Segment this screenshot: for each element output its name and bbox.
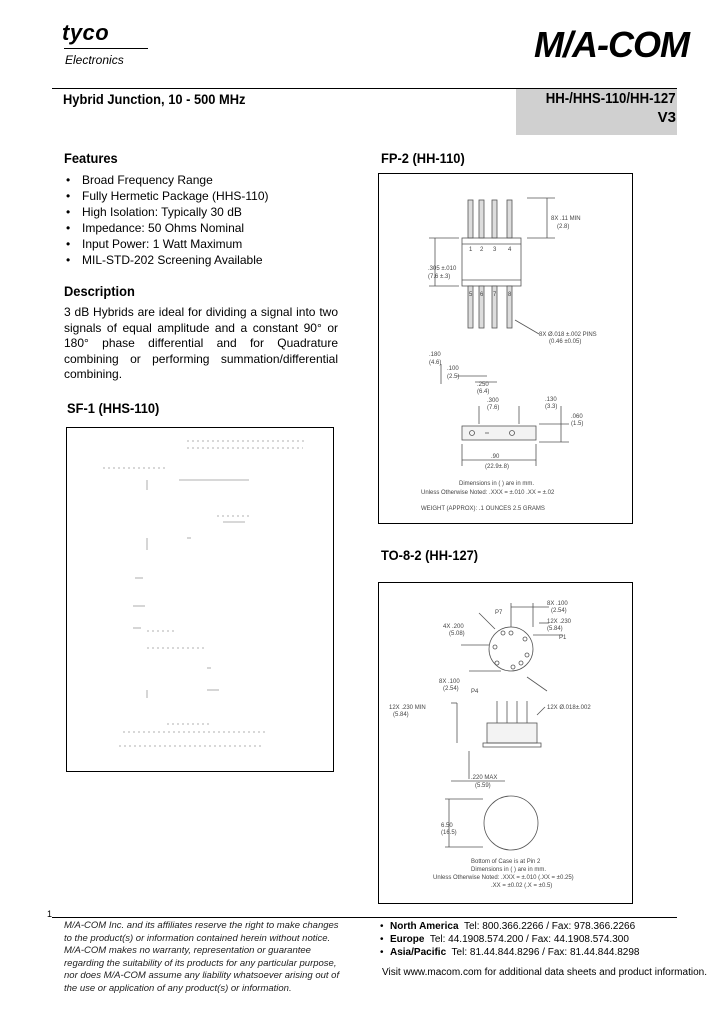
visit-website-text[interactable]: Visit www.macom.com for additional data … (382, 967, 707, 978)
to8-dim-label: 4X .200 (443, 624, 464, 630)
to8-dim-label: 6.50 (441, 823, 453, 829)
list-item: High Isolation: Typically 30 dB (64, 204, 269, 220)
fp2-dim-label: .060 (571, 414, 583, 420)
sf1-heading: SF-1 (HHS-110) (67, 400, 160, 416)
product-title: Hybrid Junction, 10 - 500 MHz (63, 91, 246, 107)
contact-region: Asia/Pacific (390, 947, 447, 958)
fp2-dim-label: (6.4) (477, 389, 489, 395)
version-label: V3 (657, 109, 676, 126)
fp2-dim-label: (4.6) (429, 360, 441, 366)
description-text: 3 dB Hybrids are ideal for dividing a si… (64, 305, 338, 381)
fp2-pin-label: 1 (469, 247, 473, 253)
title-rule (52, 88, 677, 89)
to8-dim-label: (2.54) (551, 608, 567, 614)
fp2-dim-label: .250 (477, 382, 489, 388)
features-list: Broad Frequency Range Fully Hermetic Pac… (64, 172, 269, 268)
fp2-dim-label: .305 ±.010 (428, 266, 457, 272)
logo-divider (64, 48, 148, 49)
part-number-box (516, 89, 677, 135)
to8-dim-label: (5.08) (449, 631, 465, 637)
to8-dim-label: (2.54) (443, 686, 459, 692)
to8-dim-label: (5.84) (393, 712, 409, 718)
contact-details: Tel: 81.44.844.8296 / Fax: 81.44.844.829… (451, 947, 640, 958)
to8-pin-label: P4 (471, 689, 479, 695)
to8-dim-label: (5.59) (475, 783, 491, 789)
fp2-dim-label: (2.8) (557, 224, 569, 230)
fp2-dim-label: .180 (429, 352, 441, 358)
to8-dim-label: 8X .100 (439, 679, 460, 685)
list-item: Fully Hermetic Package (HHS-110) (64, 188, 269, 204)
fp2-note: WEIGHT (APPROX): .1 OUNCES 2.5 GRAMS (421, 506, 545, 512)
fp2-pin-label: 3 (493, 247, 497, 253)
fp2-dim-label: 8X .11 MIN (551, 216, 581, 222)
fp2-drawing: 1 2 3 4 5 6 7 8 8X .11 MIN (2.8) .305 ±.… (378, 173, 633, 524)
fp2-drawing-svg: 1 2 3 4 5 6 7 8 8X .11 MIN (2.8) .305 ±.… (421, 197, 597, 512)
fp2-dim-label: 8X Ø.018 ±.002 PINS (539, 332, 597, 338)
fp2-pin-label: 8 (508, 292, 512, 298)
list-item: Impedance: 50 Ohms Nominal (64, 220, 269, 236)
fp2-dim-label: .90 (491, 454, 500, 460)
to8-dim-label: 8X .100 (547, 601, 568, 607)
contact-item: North America Tel: 800.366.2266 / Fax: 9… (380, 920, 639, 933)
contact-item: Asia/Pacific Tel: 81.44.844.8296 / Fax: … (380, 946, 639, 959)
sf1-drawing-svg (103, 440, 305, 747)
to8-note: Dimensions in ( ) are in mm. (471, 867, 546, 873)
contact-region: North America (390, 921, 459, 932)
list-item: MIL-STD-202 Screening Available (64, 252, 269, 268)
to8-dim-label: 12X .230 (547, 619, 572, 625)
fp2-dim-label: (0.46 ±0.05) (549, 339, 581, 345)
contact-list: North America Tel: 800.366.2266 / Fax: 9… (380, 920, 639, 959)
to8-pin-label: P1 (559, 635, 567, 641)
fp2-pin-label: 2 (480, 247, 484, 253)
fp2-pin-label: 6 (480, 292, 484, 298)
fp2-dim-label: (22.9±.8) (485, 464, 509, 470)
list-item: Input Power: 1 Watt Maximum (64, 236, 269, 252)
sf1-drawing (66, 427, 334, 772)
contact-item: Europe Tel: 44.1908.574.200 / Fax: 44.19… (380, 933, 639, 946)
fp2-dim-label: .300 (487, 398, 499, 404)
features-heading: Features (64, 150, 118, 166)
to8-dim-label: .220 MAX (471, 775, 497, 781)
fp2-pin-label: 7 (493, 292, 497, 298)
fp2-note: Dimensions in ( ) are in mm. (459, 481, 534, 487)
to8-dim-label: 12X Ø.018±.002 (547, 705, 591, 711)
fp2-pin-label: 5 (469, 292, 473, 298)
to8-dim-label: 12X .230 MIN (389, 705, 426, 711)
footer-rule (52, 917, 677, 918)
to8-note: Unless Otherwise Noted: .XXX = ±.010 (.X… (433, 875, 574, 881)
to8-note: .XX = ±0.02 (.X = ±0.5) (491, 883, 552, 889)
to8-heading: TO-8-2 (HH-127) (381, 547, 479, 563)
fp2-pin-label: 4 (508, 247, 512, 253)
contact-region: Europe (390, 934, 425, 945)
fp2-dim-label: (1.5) (571, 421, 583, 427)
to8-dim-label: (16.5) (441, 830, 457, 836)
fp2-dim-label: (3.3) (545, 404, 557, 410)
disclaimer-text: M/A-COM Inc. and its affiliates reserve … (64, 920, 340, 994)
to8-note: Bottom of Case is at Pin 2 (471, 859, 541, 865)
fp2-dim-label: (2.5) (447, 374, 459, 380)
tyco-logo: tyco (62, 20, 110, 45)
contact-details: Tel: 800.366.2266 / Fax: 978.366.2266 (463, 921, 636, 932)
to8-pin-label: P7 (495, 610, 503, 616)
contact-details: Tel: 44.1908.574.200 / Fax: 44.1908.574.… (429, 934, 629, 945)
fp2-heading: FP-2 (HH-110) (381, 150, 465, 166)
list-item: Broad Frequency Range (64, 172, 269, 188)
fp2-dim-label: .100 (447, 366, 459, 372)
to8-drawing-svg: 8X .100 (2.54) P7 4X .200 (5.08) 12X .23… (389, 601, 591, 889)
fp2-note: Unless Otherwise Noted: .XXX = ±.010 .XX… (421, 490, 555, 496)
fp2-dim-label: (7.6 ±.3) (428, 274, 450, 280)
macom-logo: M/A-COM (534, 24, 690, 65)
tyco-subtitle: Electronics (65, 53, 124, 67)
fp2-dim-label: .130 (545, 397, 557, 403)
to8-dim-label: (5.84) (547, 626, 563, 632)
description-heading: Description (64, 283, 135, 299)
part-numbers: HH-/HHS-110/HH-127 (546, 90, 676, 107)
fp2-dim-label: (7.6) (487, 405, 499, 411)
to8-drawing: 8X .100 (2.54) P7 4X .200 (5.08) 12X .23… (378, 582, 633, 904)
page-number: 1 (47, 909, 53, 919)
